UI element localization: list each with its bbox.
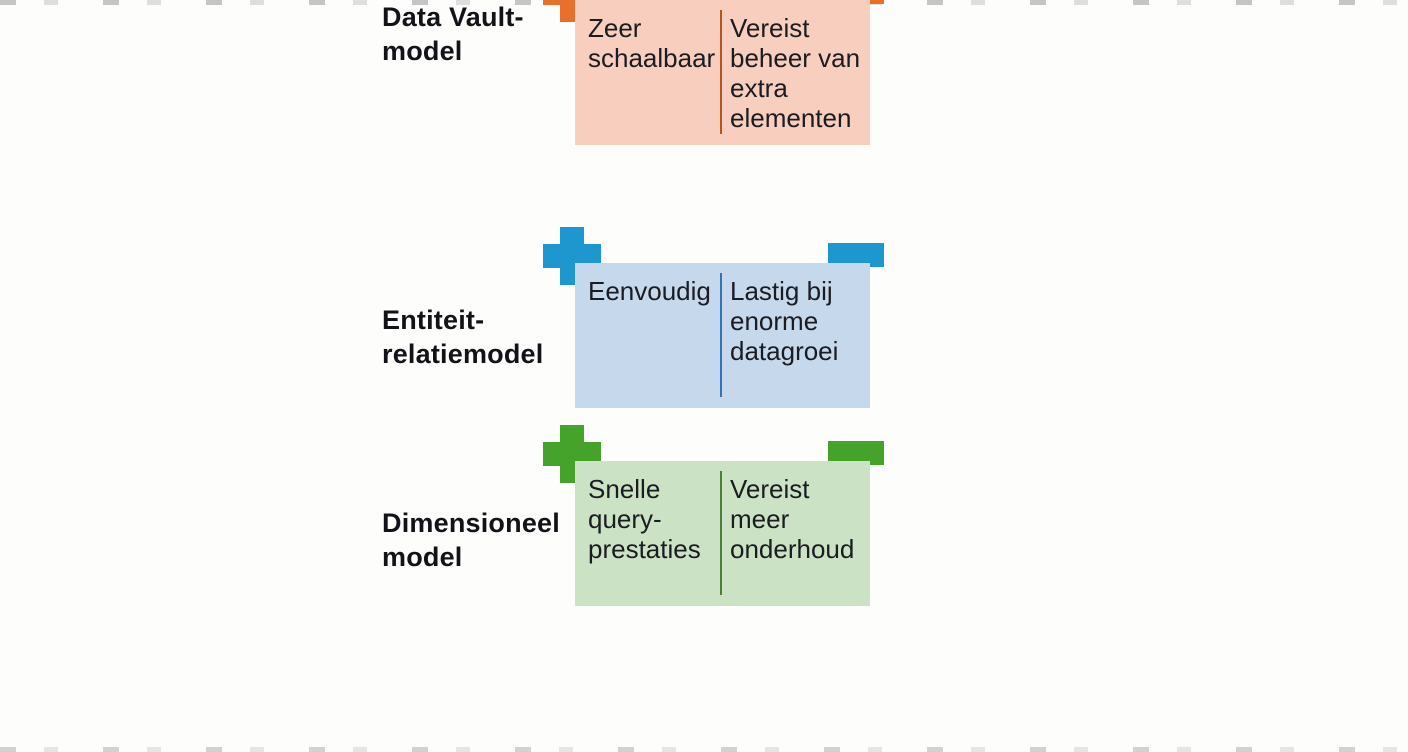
pros-cons-box: Snelle query- prestaties Vereist meer on…: [575, 461, 870, 606]
cons-text: Vereist beheer van extra elementen: [730, 13, 861, 133]
cons-text: Vereist meer onderhoud: [730, 474, 855, 564]
cons-text: Lastig bij enorme datagroei: [730, 276, 839, 366]
pros-text: Zeer schaalbaar: [588, 13, 716, 73]
model-label: Data Vault- model: [382, 2, 524, 66]
divider-line: [720, 273, 722, 397]
pros-text: Snelle query- prestaties: [588, 474, 701, 564]
pros-cons-box: Eenvoudig Lastig bij enorme datagroei: [575, 263, 870, 408]
model-row-dimensioneel-model: Dimensioneel model Snelle query- prestat…: [0, 425, 1408, 606]
model-label: Dimensioneel model: [382, 508, 560, 572]
divider-line: [720, 471, 722, 595]
model-row-data-vault-model: Data Vault- model Zeer schaalbaar Vereis…: [0, 0, 1408, 145]
compression-artifact-strip-bottom: [0, 747, 1408, 752]
pros-cons-box: Zeer schaalbaar Vereist beheer van extra…: [575, 0, 870, 145]
model-row-entiteit-relatiemodel: Entiteit- relatiemodel Eenvoudig Lastig …: [0, 227, 1408, 408]
divider-line: [720, 10, 722, 134]
plus-icon: [543, 425, 601, 483]
model-label: Entiteit- relatiemodel: [382, 305, 544, 369]
plus-icon-horizontal-bar: [543, 0, 601, 5]
pros-text: Eenvoudig: [588, 276, 711, 306]
